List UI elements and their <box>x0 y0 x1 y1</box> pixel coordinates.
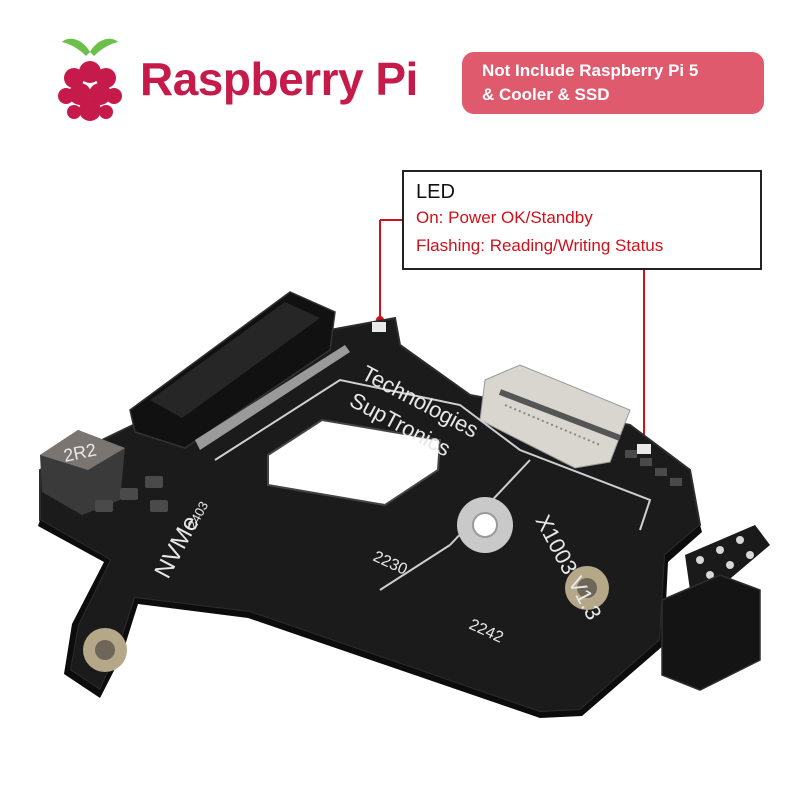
badge-line-2: & Cooler & SSD <box>482 85 610 104</box>
badge-line-1: Not Include Raspberry Pi 5 <box>482 61 699 80</box>
pin-header <box>661 525 770 691</box>
smd-components <box>95 450 682 512</box>
led-1-icon <box>372 322 386 332</box>
led-callout: LED On: Power OK/Standby Flashing: Readi… <box>402 170 762 270</box>
fpc-connector <box>479 364 631 469</box>
mounting-hole-center <box>457 497 513 553</box>
mounting-standoff-right <box>565 566 609 610</box>
callout-line-1: On: Power OK/Standby <box>416 208 593 227</box>
led-2-icon <box>637 444 651 454</box>
callout-line-2: Flashing: Reading/Writing Status <box>416 236 664 255</box>
mounting-standoff-left <box>83 628 127 672</box>
not-included-badge: Not Include Raspberry Pi 5 & Cooler & SS… <box>462 52 764 114</box>
callout-title: LED <box>416 181 455 203</box>
raspberry-pi-logo-icon <box>58 38 122 121</box>
m2-connector <box>129 291 350 450</box>
inductor-component: 2R2 <box>40 430 125 515</box>
board-cutout <box>267 418 442 507</box>
brand-title: Raspberry Pi <box>140 53 418 105</box>
